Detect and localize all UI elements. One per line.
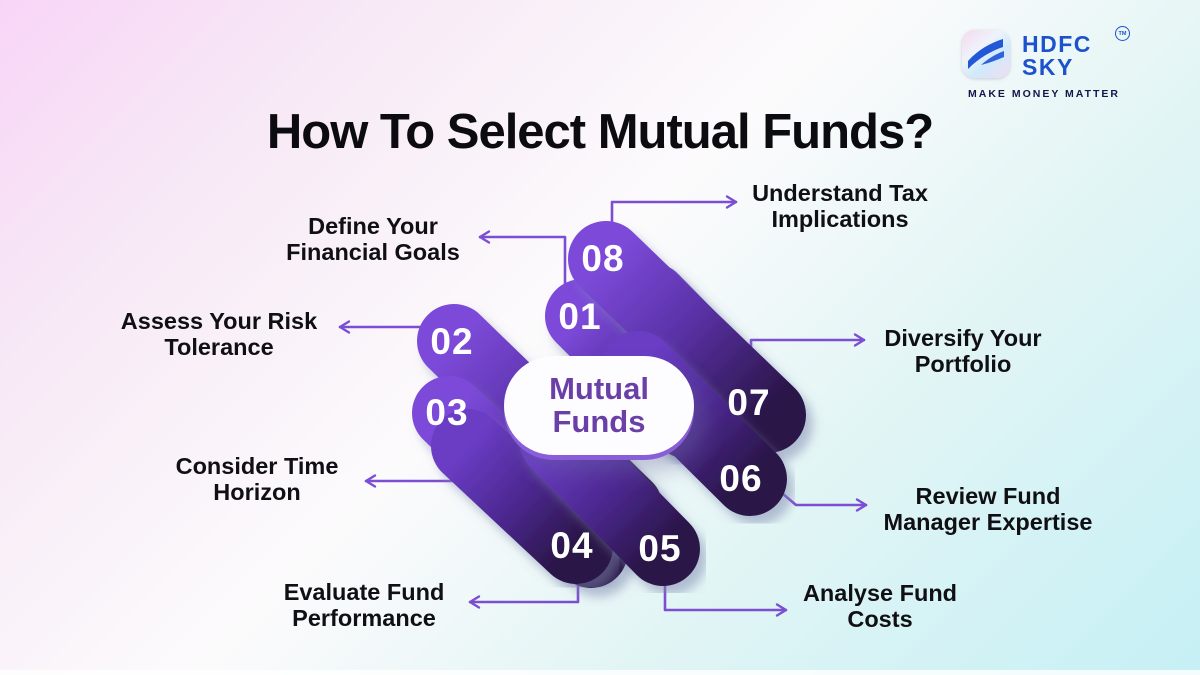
step-label-08: Understand Tax Implications [752,180,928,232]
step-number-04: 04 [550,525,593,566]
step-number-08: 08 [581,238,624,279]
step-number-07: 07 [727,382,770,423]
step-label-07: Diversify Your Portfolio [884,325,1042,377]
step-label-06: Review Fund Manager Expertise [883,483,1093,535]
brand-tagline: MAKE MONEY MATTER [967,88,1121,100]
swoosh-icon [968,39,1004,69]
step-capsule-04 [431,409,613,584]
brand-name: HDFC SKY [1022,33,1092,79]
step-capsule-08 [568,221,806,453]
step-number-03: 03 [425,392,468,433]
step-label-03: Consider Time Horizon [175,453,339,505]
trademark-symbol: TM [1115,26,1130,41]
center-node: Mutual Funds [504,356,694,455]
step-label-01: Define Your Financial Goals [286,213,460,265]
step-capsule-05 [519,403,700,586]
hdfc-sky-logo-icon [962,30,1010,78]
step-number-01: 01 [558,296,601,337]
step-label-02: Assess Your Risk Tolerance [120,308,318,360]
center-label: Mutual Funds [549,370,649,439]
step-label-05: Analyse Fund Costs [802,580,958,632]
bottom-strip [0,670,1200,675]
step-number-06: 06 [719,458,762,499]
brand-line2: SKY [1022,54,1074,80]
step-number-05: 05 [638,528,681,569]
brand-logo: HDFC SKY TM MAKE MONEY MATTER [958,26,1138,110]
page-title: How To Select Mutual Funds? [266,105,934,159]
step-number-02: 02 [430,321,473,362]
step-label-04: Evaluate Fund Performance [283,579,445,631]
brand-line1: HDFC [1022,31,1092,57]
connector-step-01 [478,230,567,299]
